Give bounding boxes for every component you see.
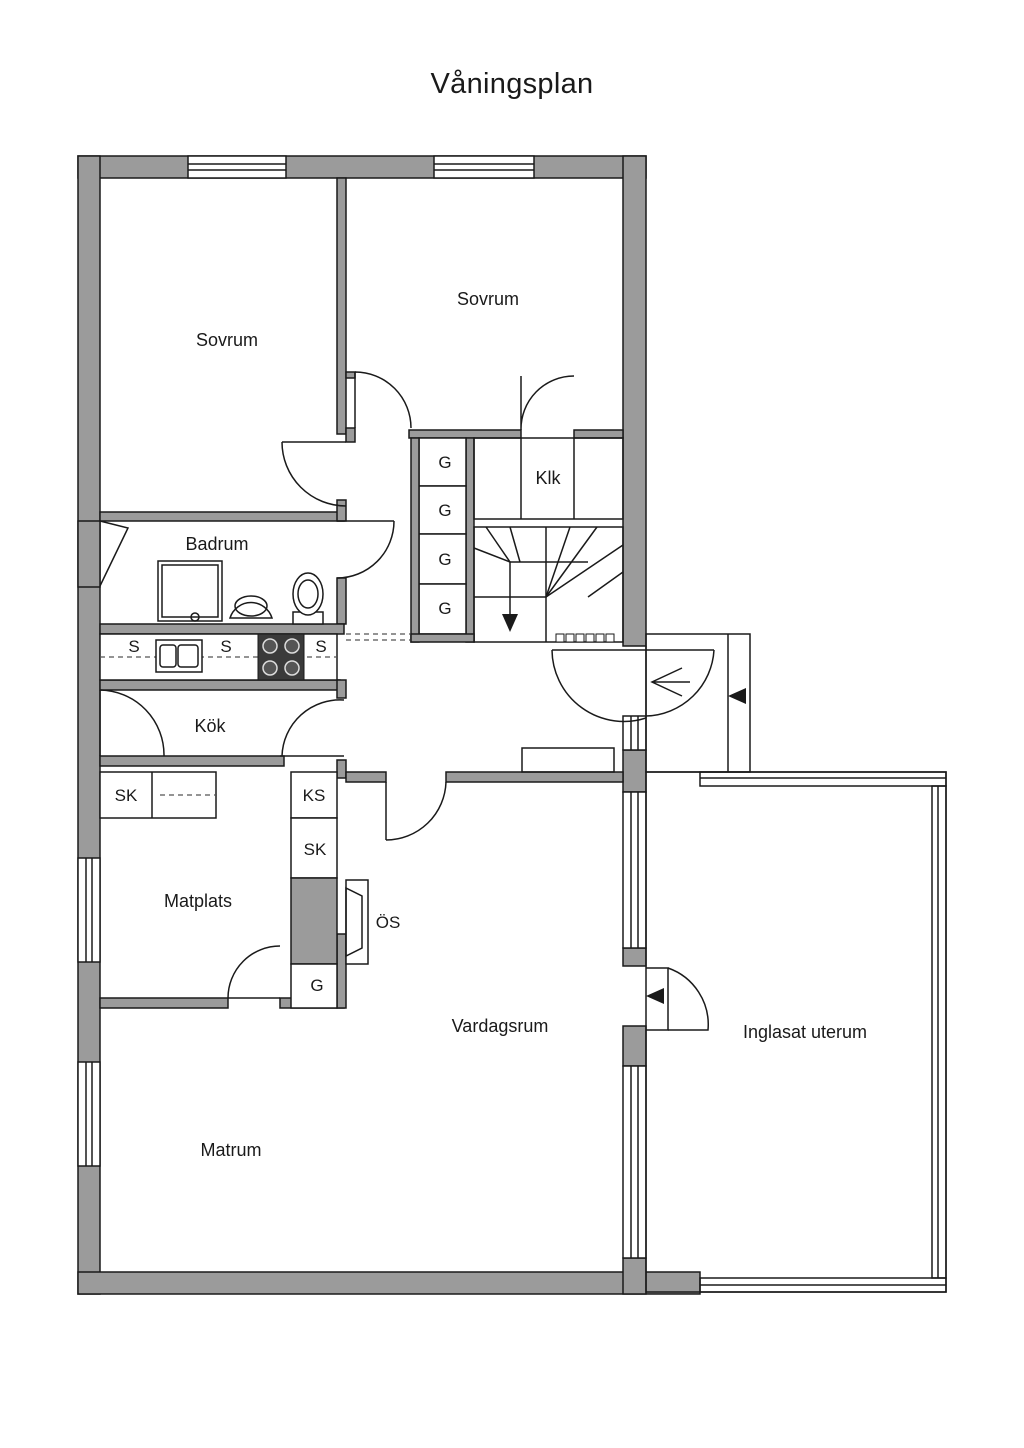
room-label-sovrum-2: Sovrum (457, 289, 519, 309)
room-label-kok: Kök (194, 716, 226, 736)
room-label-uterum: Inglasat uterum (743, 1022, 867, 1042)
bathroom-fixtures (157, 560, 324, 625)
stair-down-arrow-icon (502, 614, 518, 632)
sunroom (645, 771, 947, 1293)
fireplace-label: ÖS (376, 913, 401, 932)
klk-closet (473, 437, 624, 520)
room-label-matrum: Matrum (200, 1140, 261, 1160)
outer-walls (77, 155, 701, 1295)
wardrobe-label: G (310, 976, 323, 995)
room-label-matplats: Matplats (164, 891, 232, 911)
wardrobe-label: G (438, 550, 451, 569)
storage-column (290, 747, 615, 1009)
toilet-icon (292, 572, 324, 625)
windows (77, 155, 647, 1259)
shower-icon (157, 560, 223, 622)
page-title: Våningsplan (430, 68, 594, 100)
entrance-arrow-icon (728, 688, 746, 704)
fireplace-icon (345, 879, 369, 965)
room-label-sovrum-1: Sovrum (196, 330, 258, 350)
living-cabinet (521, 747, 615, 773)
room-label-vardagsrum: Vardagsrum (452, 1016, 549, 1036)
sunroom-door-arrow-icon (646, 988, 664, 1004)
room-label-klk: Klk (535, 468, 561, 488)
cabinet-label: SK (115, 786, 138, 805)
wardrobe-column (410, 437, 475, 643)
cabinet-label: SK (304, 840, 327, 859)
staircase (473, 526, 624, 643)
wardrobe-label: G (438, 453, 451, 472)
doors (99, 371, 715, 1031)
room-label-badrum: Badrum (185, 534, 248, 554)
kitchen-counter (99, 633, 338, 681)
counter-label: S (315, 637, 326, 656)
wardrobe-label: G (438, 599, 451, 618)
counter-label: S (128, 637, 139, 656)
counter-label: S (220, 637, 231, 656)
entrance-porch (346, 633, 751, 773)
fridge-freezer-label: KS (303, 786, 326, 805)
wardrobe-label: G (438, 501, 451, 520)
